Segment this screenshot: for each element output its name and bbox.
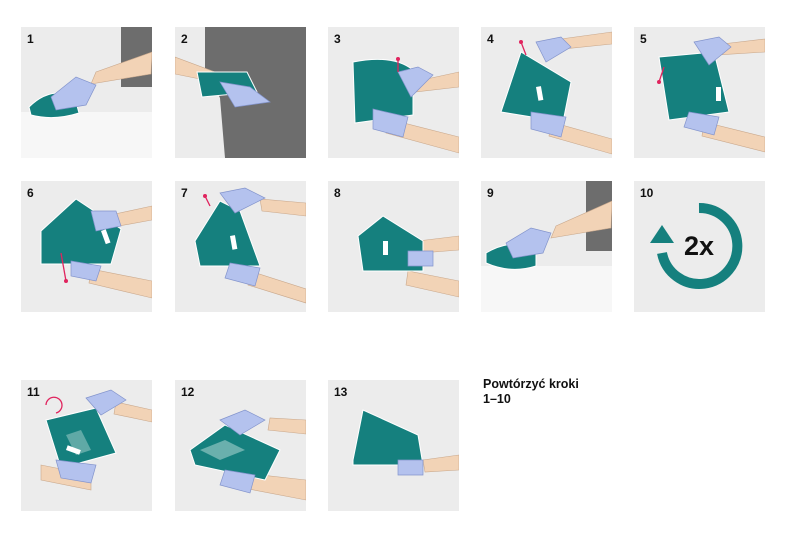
step-illustration [175,27,306,158]
step-number: 4 [487,32,494,46]
step-panel-5: 5 [634,27,765,158]
step-illustration [352,57,459,154]
step-panel-8: 8 [328,181,459,312]
step-number: 7 [181,186,188,200]
repeat-arrow-icon [657,202,743,289]
step-panel-2: 2 [175,27,306,158]
step-number: 5 [640,32,647,46]
repeat-note-line2: 1–10 [483,392,511,406]
step-illustration [40,198,152,299]
step-panel-12: 12 [175,380,306,511]
step-panel-9: 9 [481,181,612,312]
step-illustration [650,202,743,289]
step-illustration [657,36,765,153]
step-number: 9 [487,186,494,200]
step-panel-6: 6 [21,181,152,312]
step-illustration [481,181,612,312]
step-illustration [357,215,459,298]
step-number: 6 [27,186,34,200]
step-illustration [21,27,152,158]
step-panel-13: 13 [328,380,459,511]
step-illustration [40,389,152,491]
step-number: 2 [181,32,188,46]
step-panel-7: 7 [175,181,306,312]
repeat-note-line1: Powtórzyć kroki [483,377,579,391]
step-panel-1: 1 [21,27,152,158]
step-number: 1 [27,32,34,46]
step-panel-3: 3 [328,27,459,158]
repeat-steps-note: Powtórzyć kroki 1–10 [483,377,613,407]
step-number: 3 [334,32,341,46]
step-illustration [500,31,612,155]
step-number: 13 [334,385,348,399]
step-number: 10 [640,186,654,200]
step-illustration [194,187,306,304]
step-panel-10: 10 2x [634,181,765,312]
step-panel-4: 4 [481,27,612,158]
step-number: 8 [334,186,341,200]
step-number: 12 [181,385,195,399]
step-illustration [189,409,306,501]
step-number: 11 [27,385,40,399]
step-illustration [352,409,459,476]
step-panel-11: 11 [21,380,152,511]
repeat-count: 2x [684,231,715,261]
